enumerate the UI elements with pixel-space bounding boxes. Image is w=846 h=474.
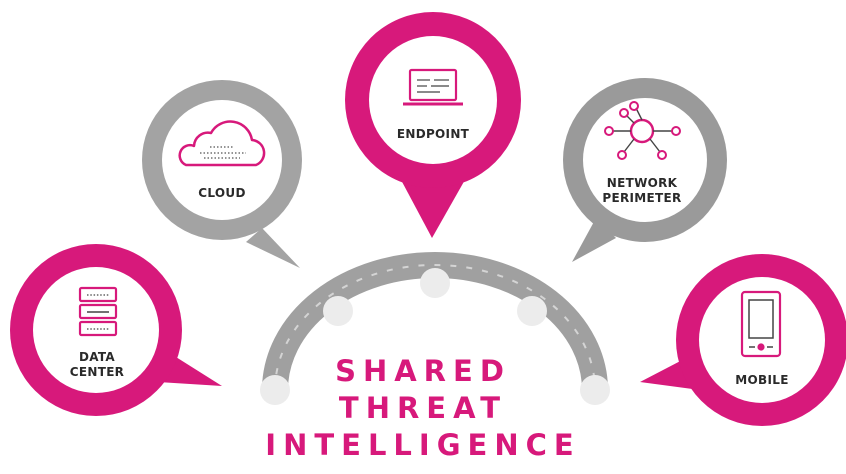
arc-node	[580, 375, 610, 405]
network-hub-icon	[604, 101, 681, 160]
endpoint-label: ENDPOINT	[396, 127, 470, 141]
mobile-phone-icon	[740, 290, 782, 358]
network-label-line1: NETWORK	[606, 176, 678, 190]
server-rack-icon	[78, 286, 118, 337]
arc-node	[517, 296, 547, 326]
cloud-icon	[178, 120, 266, 167]
data-center-bubble	[10, 244, 222, 416]
laptop-icon	[403, 68, 463, 106]
mobile-bubble	[640, 254, 846, 426]
arc-node	[260, 375, 290, 405]
network-perimeter-label: NETWORK PERIMETER	[602, 176, 681, 206]
mobile-label: MOBILE	[735, 373, 789, 387]
headline-line-1: SHARED	[335, 354, 511, 388]
network-perimeter-bubble	[563, 78, 727, 262]
headline-line-3: INTELLIGENCE	[265, 428, 581, 462]
cloud-bubble	[142, 80, 302, 268]
datacenter-label-line1: DATA	[78, 350, 116, 364]
cloud-label: CLOUD	[198, 186, 246, 200]
arc-node	[323, 296, 353, 326]
datacenter-label-line2: CENTER	[69, 365, 125, 379]
arc-node	[420, 268, 450, 298]
endpoint-bubble	[345, 12, 521, 238]
network-label-line2: PERIMETER	[602, 191, 682, 205]
shared-intelligence-arc	[260, 252, 610, 405]
data-center-label: DATA CENTER	[70, 350, 124, 380]
headline-line-2: THREAT	[338, 391, 508, 425]
